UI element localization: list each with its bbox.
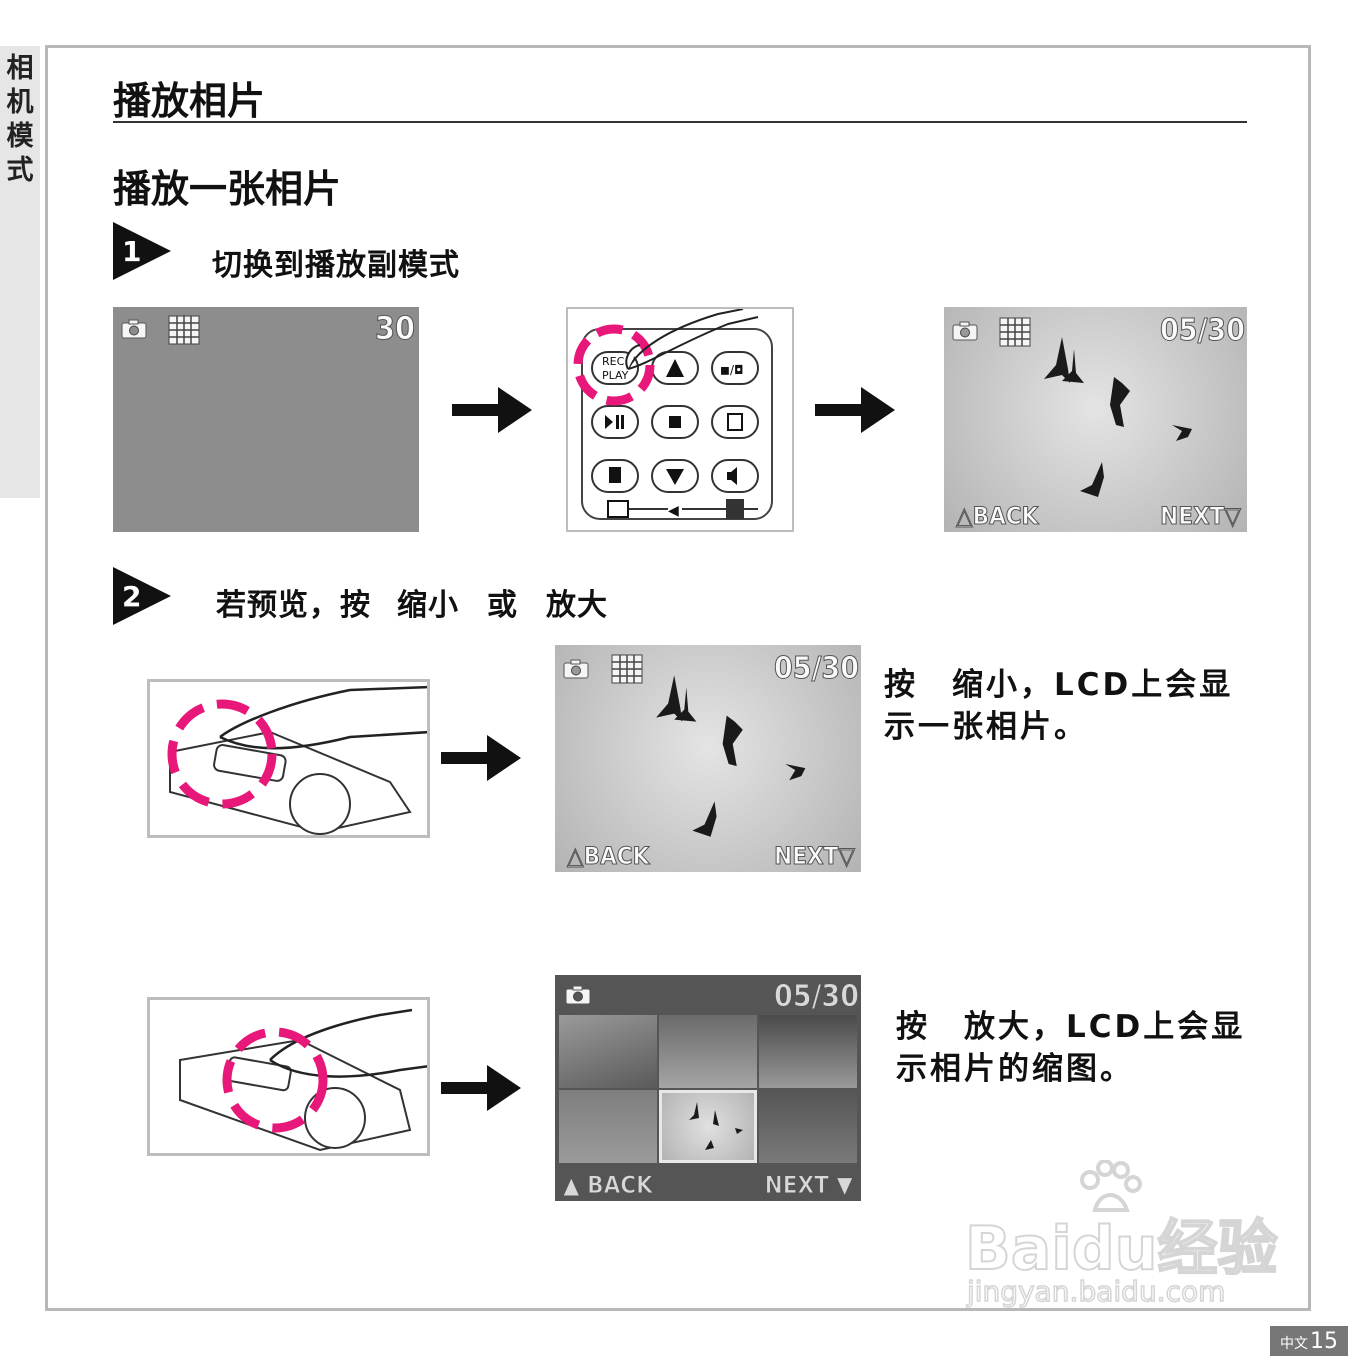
zoom-button-illustration-2: [147, 997, 430, 1156]
arrow-right-icon: [815, 387, 895, 433]
step-2-marker: 2: [113, 567, 171, 625]
play-label: PLAY: [602, 369, 629, 382]
next-button[interactable]: NEXT▽: [1160, 502, 1242, 531]
thumbnail-horses[interactable]: [759, 1015, 857, 1088]
camera-icon: [952, 321, 978, 341]
back-button[interactable]: △BACK: [956, 502, 1039, 531]
next-button[interactable]: NEXT▽: [774, 842, 856, 871]
arrow-right-icon: [441, 1065, 521, 1111]
thumbnail-deer[interactable]: [659, 1015, 757, 1088]
or-word: 或: [487, 588, 518, 623]
sidebar-label-char: 相: [6, 53, 34, 84]
svg-text:◀: ◀: [668, 503, 679, 519]
grid-icon: [611, 654, 643, 684]
step-1-number: 1: [122, 235, 141, 268]
zoom-in-description: 按放大，LCD上会显 示相片的缩图。: [896, 1009, 1246, 1087]
birds-photo: [656, 675, 806, 837]
zoom-button-illustration-1: [147, 679, 430, 838]
sidebar-label: 相机模式: [5, 52, 35, 188]
page-frame: [45, 45, 1311, 1311]
sidebar-label-char: 式: [6, 155, 34, 186]
section-title: 播放一张相片: [113, 167, 342, 211]
step-1-text: 切换到播放副模式: [212, 248, 460, 283]
step-2-number: 2: [122, 580, 141, 613]
back-button[interactable]: ▲ BACK: [562, 1171, 653, 1200]
thumbnail-bird[interactable]: [559, 1090, 657, 1163]
zoom-in-key: 放大: [546, 588, 608, 623]
sidebar-label-char: 模: [6, 121, 34, 152]
grid-icon: [168, 315, 200, 345]
camera-icon: [563, 659, 589, 679]
image-counter: 05/30: [774, 979, 860, 1015]
zoom-out-key: 缩小: [397, 588, 459, 623]
zoom-out-description: 按缩小，LCD上会显 示一张相片。: [884, 667, 1234, 745]
lcd-screen-thumbnails: 05/30 ▲ BACK NEXT ▼: [555, 975, 861, 1201]
lcd-screen-record: 30: [113, 307, 419, 532]
birds-photo: [1044, 337, 1192, 497]
sidebar-tab: [0, 46, 40, 498]
camera-icon: [121, 319, 147, 339]
sidebar-label-char: 机: [6, 87, 34, 118]
back-button[interactable]: △BACK: [567, 842, 650, 871]
paw-icon: [1080, 1160, 1142, 1212]
title-rule: [113, 121, 1247, 123]
step-1-marker: 1: [113, 222, 171, 280]
thumbnail-grid: [559, 1015, 859, 1165]
arrow-right-icon: [452, 387, 532, 433]
baidu-watermark: Baidu经验 jingyan.baidu.com: [964, 1160, 1285, 1310]
lcd-screen-playback: 05/30 △BACK NEXT▽: [944, 307, 1247, 532]
thumbnail-birds-selected[interactable]: [659, 1090, 757, 1163]
image-counter: 05/30: [1160, 313, 1246, 349]
remote-control-illustration: REC PLAY ◼/◘ ◀: [566, 307, 794, 532]
camera-icon: [565, 985, 591, 1005]
image-counter: 05/30: [774, 651, 860, 687]
grid-icon: [999, 317, 1031, 347]
next-button[interactable]: NEXT ▼: [764, 1171, 853, 1200]
shot-count: 30: [374, 309, 415, 348]
svg-text:◼/◘: ◼/◘: [720, 363, 744, 377]
arrow-right-icon: [441, 735, 521, 781]
thumbnail-kingfisher[interactable]: [759, 1090, 857, 1163]
step-2-prefix: 若预览，按: [216, 588, 371, 623]
step-2-text: 若预览，按缩小或放大: [216, 580, 608, 624]
rec-label: REC: [602, 355, 625, 368]
thumbnail-rabbit[interactable]: [559, 1015, 657, 1088]
page-title: 播放相片: [113, 79, 266, 123]
lcd-screen-single: 05/30 △BACK NEXT▽: [555, 645, 861, 872]
